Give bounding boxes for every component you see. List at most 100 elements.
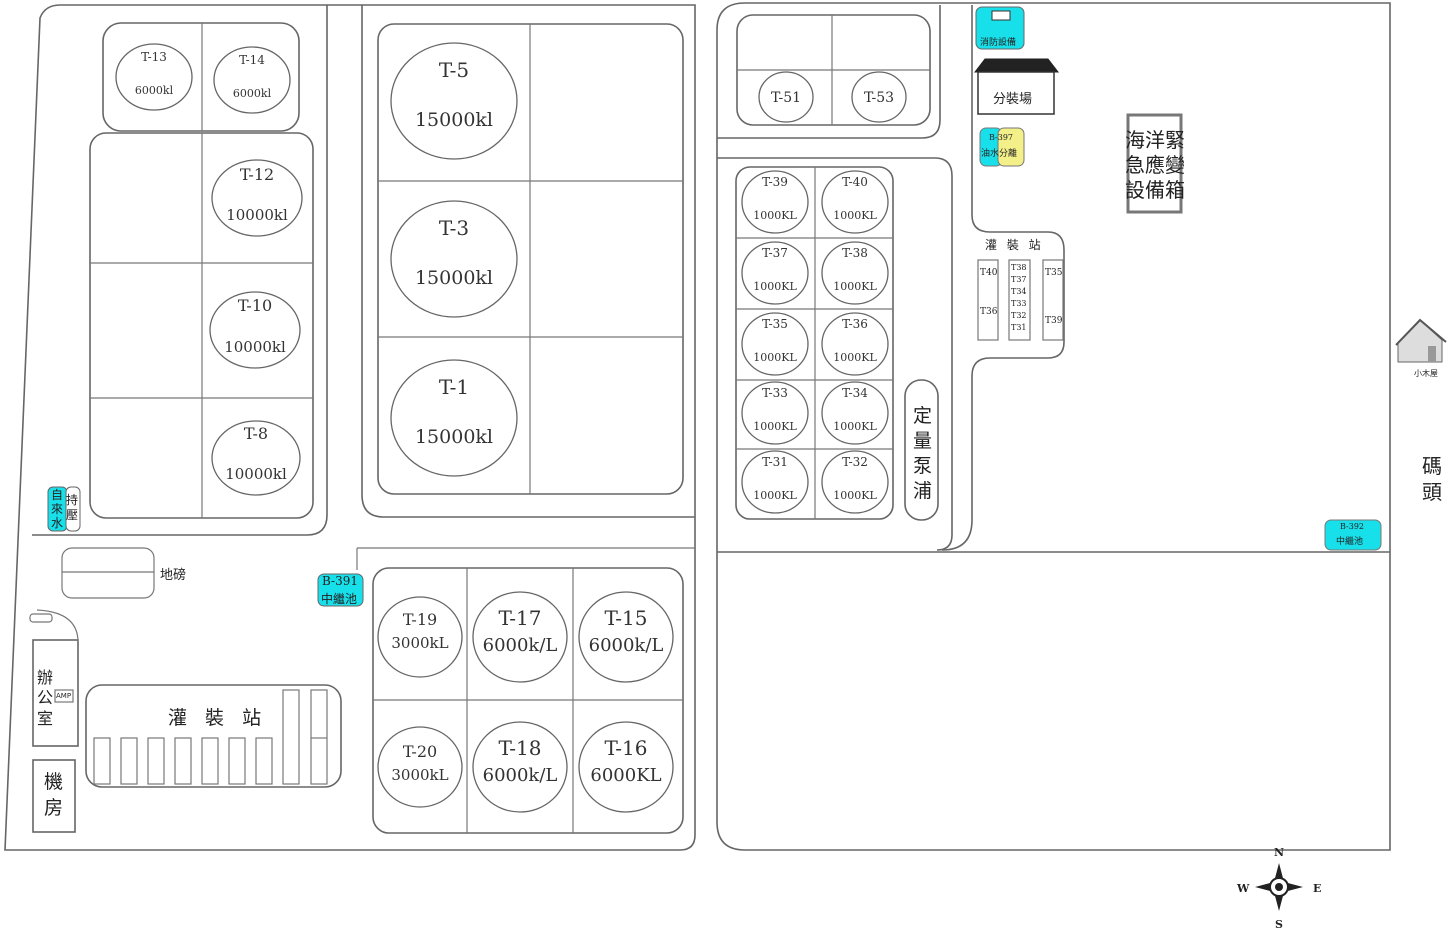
tank-id-label: T-53: [864, 90, 894, 106]
tank-capacity-label: 6000k/L: [483, 635, 558, 656]
tank-capacity-label: 1000KL: [753, 351, 797, 364]
tank-t-33: [741, 381, 809, 445]
tank-id-label: T-14: [239, 53, 265, 67]
tank-capacity-label: 1000KL: [753, 209, 797, 222]
tank-id-label: T-19: [403, 610, 437, 629]
tank-capacity-label: 3000kL: [391, 634, 448, 652]
tank-t-3: [390, 200, 518, 318]
filling-station-main-box: [85, 684, 342, 788]
tank-capacity-label: 10000kl: [226, 206, 288, 224]
road-east-1: [717, 5, 941, 139]
tank-capacity-label: 15000kl: [415, 426, 493, 448]
tank-t-19: [377, 596, 463, 678]
tank-capacity-label: 1000KL: [753, 280, 797, 293]
station-right-2: T39: [1045, 316, 1063, 326]
east-plant-boundary: [716, 2, 1391, 851]
compass-s: S: [1275, 918, 1283, 931]
b397-label-1: B-397: [989, 133, 1013, 142]
tank-capacity-label: 6000k/L: [589, 635, 664, 656]
car-icon: [29, 613, 53, 623]
tank-capacity-label: 10000kl: [224, 338, 286, 356]
tank-capacity-label: 1000KL: [833, 420, 877, 433]
fire-equipment-label: 消防設備: [980, 38, 1017, 48]
amp-label: AMP: [56, 692, 72, 700]
marine-emergency-label-2: 急應變: [1125, 153, 1185, 177]
tank-t-8: [211, 420, 301, 496]
tank-id-label: T-35: [762, 317, 788, 331]
station-col-left: [977, 259, 999, 341]
filling-station-main-label: 灌 裝 站: [168, 707, 268, 729]
tank-capacity-label: 6000kl: [135, 84, 174, 97]
tank-id-label: T-15: [605, 606, 648, 630]
fire-icon: [991, 10, 1011, 21]
b397-label-2: 油水分離: [981, 149, 1018, 159]
station-mid-4: T33: [1011, 299, 1027, 308]
b397-box-b: [997, 127, 1025, 167]
b391-label-1: B-391: [322, 574, 358, 588]
tank-capacity-label: 10000kl: [225, 465, 287, 483]
tank-capacity-label: 6000k/L: [483, 765, 558, 786]
tank-id-label: T-10: [238, 296, 272, 315]
station-right-1: T35: [1045, 268, 1063, 278]
metering-pump-label-3: 泵: [913, 455, 933, 477]
filling-station-small-label: 灌 裝 站: [985, 238, 1044, 252]
tank-t-12: [211, 159, 303, 237]
machine-room-label-2: 房: [44, 797, 64, 819]
station-mid-6: T31: [1011, 323, 1027, 332]
station-col-middle: [1008, 259, 1031, 341]
office-label-3: 室: [37, 709, 54, 728]
office-label-1: 辦: [37, 668, 54, 687]
tank-capacity-label: 1000KL: [833, 209, 877, 222]
tank-t-18: [472, 721, 568, 813]
tank-id-label: T-34: [842, 386, 868, 400]
metering-pump-box: [904, 379, 939, 521]
house-icon: [1395, 318, 1447, 363]
weighbridge-label: 地磅: [160, 568, 187, 583]
tank-t-15: [578, 591, 674, 683]
tank-t-32: [821, 450, 889, 514]
compass-icon: [1255, 863, 1303, 911]
station-left-2: T36: [980, 307, 998, 317]
metering-pump-label-2: 量: [913, 430, 933, 452]
tank-id-label: T-12: [240, 165, 274, 184]
road-east-2: [717, 157, 953, 551]
tank-id-label: T-36: [842, 317, 868, 331]
tank-capacity-label: 6000kl: [233, 87, 272, 100]
tank-t-20: [377, 726, 463, 808]
tank-capacity-label: 15000kl: [415, 109, 493, 131]
packing-yard-box: [977, 71, 1055, 115]
tank-id-label: T-39: [762, 175, 788, 189]
packing-yard-label: 分裝場: [993, 92, 1033, 107]
office-box: [32, 639, 79, 747]
station-col-right: [1042, 259, 1064, 341]
tank-circles: [115, 42, 907, 813]
tank-id-label: T-32: [842, 455, 868, 469]
b392-label-2: 中繼池: [1336, 537, 1364, 547]
b391-label-2: 中繼池: [321, 592, 358, 606]
tank-id-label: T-38: [842, 246, 868, 260]
marine-emergency-label-1: 海洋緊: [1125, 128, 1185, 152]
tank-capacity-label: 1000KL: [833, 280, 877, 293]
tank-t-53: [851, 71, 907, 123]
station-mid-1: T38: [1011, 263, 1027, 272]
tank-t-5: [390, 42, 518, 160]
compass-e: E: [1313, 882, 1322, 895]
tank-t-1: [390, 359, 518, 477]
weighbridge-box: [61, 547, 155, 599]
station-left-1: T40: [980, 268, 998, 278]
water-label-1: 自: [51, 488, 64, 502]
tank-t-51: [758, 71, 814, 123]
road-west-2: [361, 5, 695, 518]
tank-id-label: T-1: [439, 375, 469, 399]
small-house-label: 小木屋: [1414, 369, 1438, 378]
tank-t-39: [741, 170, 809, 234]
tank-id-label: T-18: [499, 736, 542, 760]
tank-t-37: [741, 241, 809, 305]
fire-equipment-box: [975, 6, 1025, 50]
west-plant-boundary: [4, 4, 696, 851]
station-mid-5: T32: [1011, 311, 1027, 320]
tank-id-label: T-31: [762, 455, 788, 469]
tank-id-label: T-37: [762, 246, 788, 260]
road-west-3: [356, 547, 695, 570]
